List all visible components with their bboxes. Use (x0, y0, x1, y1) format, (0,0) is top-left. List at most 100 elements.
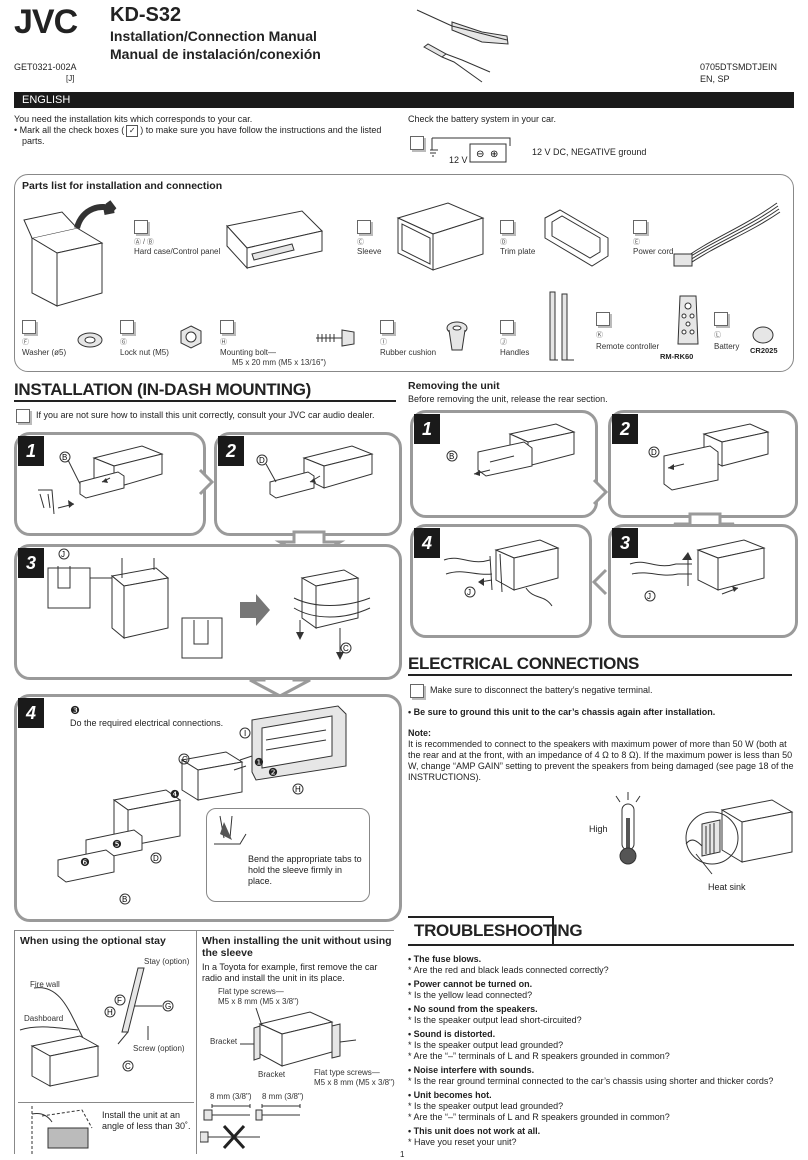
rubber-cushion-illustration (446, 321, 468, 351)
installation-note: If you are not sure how to install this … (36, 410, 375, 420)
svg-text:J: J (61, 550, 65, 559)
checkbox-part-d[interactable] (500, 220, 514, 234)
checkbox-part-h[interactable] (220, 320, 234, 334)
svg-text:D: D (651, 448, 657, 457)
flat-screws-2: Flat type screws— (314, 1068, 380, 1077)
bend-tabs-text: Bend the appropriate tabs to hold the sl… (248, 854, 362, 886)
battery-voltage: 12 V (449, 155, 468, 165)
callout-b: B (62, 453, 67, 462)
part-mark-f: Ⓕ (22, 339, 29, 346)
part-label-mounting-bolt: Mounting bolt— (220, 348, 277, 357)
note-label: Note: (408, 728, 431, 738)
bracket-illustration (240, 1007, 357, 1067)
removing-text: Before removing the unit, release the re… (408, 394, 608, 404)
battery-check-text: Check the battery system in your car. (408, 114, 557, 124)
install-step4-text: Do the required electrical connections. (70, 718, 224, 728)
left-top-border (14, 930, 394, 931)
checkbox-part-a-b[interactable] (134, 220, 148, 234)
checkbox-part-e[interactable] (633, 220, 647, 234)
flat-screws-1: Flat type screws— (218, 987, 284, 996)
battery-desc: 12 V DC, NEGATIVE ground (532, 147, 647, 157)
trouble-answer: * Are the red and black leads connected … (408, 965, 609, 975)
remove-step2-number: 2 (612, 414, 638, 444)
trouble-question: • Power cannot be turned on. (408, 979, 533, 989)
screw-label: Screw (option) (133, 1044, 185, 1053)
mounting-bolt-illustration (316, 329, 355, 347)
trouble-answer: * Is the yellow lead connected? (408, 990, 533, 1000)
screws-illustration (200, 1104, 301, 1150)
trouble-answer: * Is the rear ground terminal connected … (408, 1076, 774, 1086)
trouble-question: • The fuse blows. (408, 954, 482, 964)
checkbox-part-j[interactable] (500, 320, 514, 334)
troubleshooting-heading: TROUBLESHOOTING (414, 921, 583, 940)
trouble-item: • Power cannot be turned on. * Is the ye… (408, 979, 794, 1001)
checkbox-part-i[interactable] (380, 320, 394, 334)
svg-text:C: C (343, 644, 349, 653)
model-name: KD-S32 (110, 4, 182, 26)
checkbox-part-k[interactable] (596, 312, 610, 326)
svg-text:F: F (117, 996, 122, 1005)
trouble-question: • No sound from the speakers. (408, 1004, 538, 1014)
title-es: Manual de instalación/conexión (110, 46, 321, 62)
note-text: It is recommended to connect to the spea… (408, 739, 794, 782)
trouble-answer: * Are the “–” terminals of L and R speak… (408, 1112, 670, 1122)
part-label-remote: Remote controller (596, 342, 660, 351)
checkbox-part-g[interactable] (120, 320, 134, 334)
remove-step1-number: 1 (414, 414, 440, 444)
trouble-question: • This unit does not work at all. (408, 1126, 541, 1136)
svg-text:H: H (107, 1008, 113, 1017)
trouble-question: • Unit becomes hot. (408, 1090, 492, 1100)
install-step4-circled-6: ❻ (80, 857, 90, 869)
trouble-item: • Unit becomes hot. * Is the speaker out… (408, 1090, 794, 1123)
remote-illustration (677, 295, 699, 345)
bolt-size: M5 x 20 mm (M5 x 13/16") (232, 358, 326, 367)
install-step1-number: 1 (18, 436, 44, 466)
checkbox-part-f[interactable] (22, 320, 36, 334)
dashboard-label: Dashboard (24, 1014, 64, 1023)
troubleshooting-list: • The fuse blows. * Are the red and blac… (408, 954, 794, 1151)
parts-list-box (14, 174, 794, 372)
part-label-washer: Washer (ø5) (22, 348, 67, 357)
page-number: 1 (400, 1150, 405, 1159)
flat-screws-2b: M5 x 8 mm (M5 x 3/8") (314, 1078, 395, 1087)
install-step1-illustration: B (38, 445, 164, 515)
installation-checkbox[interactable] (16, 409, 30, 423)
remove-step4-number: 4 (414, 528, 440, 558)
remove-step3-illustration: J (629, 539, 766, 602)
part-mark-h: Ⓗ (220, 339, 227, 346)
battery-checkbox[interactable] (410, 136, 424, 150)
doc-code: GET0321-002A (14, 62, 77, 72)
electrical-checkbox[interactable] (410, 684, 424, 698)
optional-stay-divider (196, 930, 197, 1154)
trouble-item: • The fuse blows. * Are the red and blac… (408, 954, 794, 976)
part-label-sleeve: Sleeve (357, 247, 382, 256)
install-step4-circled-4: ❹ (170, 789, 180, 801)
svg-text:D: D (259, 456, 265, 465)
install-step4-circled-5: ❺ (112, 839, 122, 851)
remove-step4-illustration: J (443, 539, 560, 607)
trouble-item: • Noise interfere with sounds. * Is the … (408, 1065, 794, 1087)
trouble-question: • Sound is distorted. (408, 1029, 496, 1039)
removing-heading: Removing the unit (408, 380, 500, 392)
checkbox-part-c[interactable] (357, 220, 371, 234)
language-bar: ENGLISH (14, 92, 794, 108)
angle-illustration (31, 1106, 93, 1154)
stay-label: Stay (option) (144, 957, 190, 966)
optional-stay-heading: When using the optional stay (20, 935, 166, 947)
heatsink-label: Heat sink (708, 882, 746, 892)
part-label-lock-nut: Lock nut (M5) (120, 348, 169, 357)
installation-heading-rule (14, 400, 396, 402)
trouble-item: • No sound from the speakers. * Is the s… (408, 1004, 794, 1026)
part-label-battery: Battery (714, 342, 740, 351)
trouble-item: • Sound is distorted. * Is the speaker o… (408, 1029, 794, 1062)
install-step2-number: 2 (218, 436, 244, 466)
part-mark-l: Ⓛ (714, 332, 721, 339)
trouble-answer: * Is the speaker output lead grounded? (408, 1101, 564, 1111)
electrical-bullet: • Be sure to ground this unit to the car… (408, 707, 716, 717)
troubleshooting-heading-box (408, 916, 554, 946)
hard-case-illustration (226, 210, 323, 270)
coin-battery-illustration (752, 326, 774, 344)
checkbox-part-l[interactable] (714, 312, 728, 326)
part-label-handles: Handles (500, 348, 530, 357)
intro-line2a: • Mark all the check boxes ( (14, 125, 125, 135)
